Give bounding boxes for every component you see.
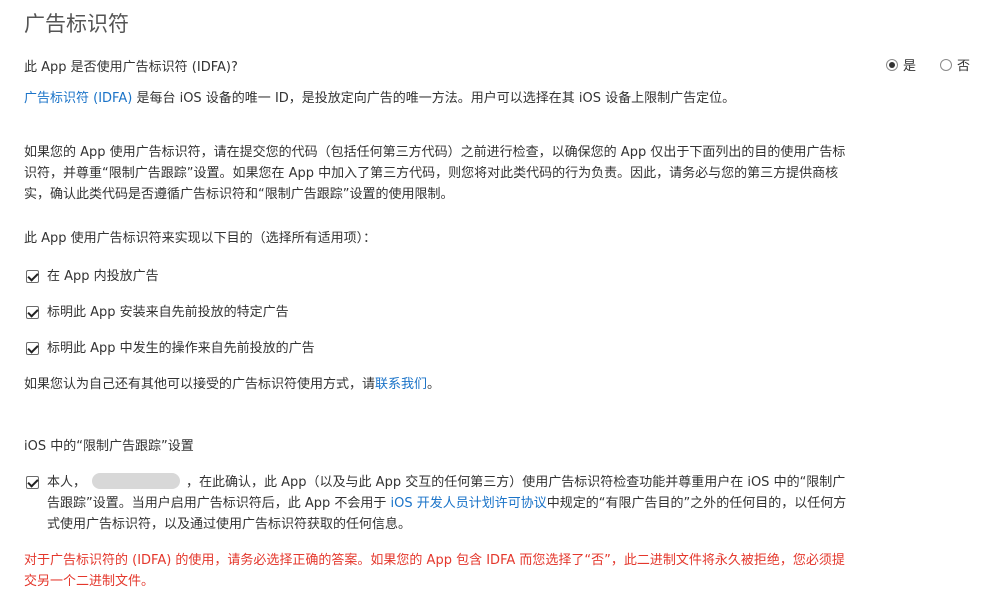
purpose-install-attribution[interactable]: 标明此 App 安装来自先前投放的特定广告 (26, 302, 289, 323)
idfa-warning: 对于广告标识符的 (IDFA) 的使用，请务必选择正确的答案。如果您的 App … (24, 553, 845, 589)
radio-no[interactable]: 否 (940, 55, 970, 74)
limit-tracking-part1: 本人， (47, 475, 87, 490)
limit-tracking-part3: 中规定的“有限广告目的”之外的任何目的，以任何方式使用广告标识符，以及通过使用广… (47, 496, 847, 532)
idfa-intro: 广告标识符 (IDFA) 是每台 iOS 设备的唯一 ID，是投放定向广告的唯一… (24, 88, 854, 109)
notice-paragraph: 如果您的 App 使用广告标识符，请在提交您的代码（包括任何第三方代码）之前进行… (24, 145, 846, 202)
contact-us-link[interactable]: 联系我们 (375, 377, 428, 392)
purpose-action-attribution[interactable]: 标明此 App 中发生的操作来自先前投放的广告 (26, 338, 315, 359)
limit-tracking-heading: iOS 中的“限制广告跟踪”设置 (24, 439, 194, 454)
purpose-install-attribution-checkbox[interactable] (26, 306, 39, 319)
limit-tracking-checkbox[interactable] (26, 476, 39, 489)
purposes-heading: 此 App 使用广告标识符来实现以下目的（选择所有适用项）： (24, 231, 377, 246)
purpose-install-attribution-label: 标明此 App 安装来自先前投放的特定广告 (47, 305, 289, 320)
license-agreement-link[interactable]: iOS 开发人员计划许可协议 (390, 496, 547, 511)
limit-tracking-part2: ，在此确认，此 App（以及与此 App 交互的任何第三方）使用广告标识符检查功… (47, 475, 846, 511)
purpose-serve-ads-label: 在 App 内投放广告 (47, 269, 159, 284)
radio-yes-label: 是 (903, 59, 917, 74)
idfa-info-link[interactable]: 广告标识符 (IDFA) (24, 91, 133, 106)
radio-yes-indicator[interactable] (886, 58, 898, 71)
redacted-name (92, 473, 181, 489)
contact-prefix: 如果您认为自己还有其他可以接受的广告标识符使用方式，请 (24, 377, 376, 392)
radio-no-indicator[interactable] (940, 58, 953, 71)
purpose-action-attribution-label: 标明此 App 中发生的操作来自先前投放的广告 (47, 341, 315, 356)
idfa-radio-group: 是 否 (886, 55, 970, 74)
contact-line: 如果您认为自己还有其他可以接受的广告标识符使用方式，请联系我们。 (24, 374, 440, 395)
radio-yes[interactable]: 是 (886, 55, 916, 74)
purpose-serve-ads[interactable]: 在 App 内投放广告 (26, 266, 159, 287)
purpose-action-attribution-checkbox[interactable] (26, 342, 39, 355)
idfa-question: 此 App 是否使用广告标识符 (IDFA)? (24, 60, 238, 75)
radio-no-label: 否 (957, 59, 971, 74)
section-title: 广告标识符 (24, 12, 129, 36)
limit-tracking-confirmation[interactable]: 本人，，在此确认，此 App（以及与此 App 交互的任何第三方）使用广告标识符… (26, 472, 856, 535)
purpose-serve-ads-checkbox[interactable] (26, 270, 39, 283)
contact-suffix: 。 (427, 377, 441, 392)
limit-tracking-text: 本人，，在此确认，此 App（以及与此 App 交互的任何第三方）使用广告标识符… (47, 472, 856, 535)
idfa-intro-text: 是每台 iOS 设备的唯一 ID，是投放定向广告的唯一方法。用户可以选择在其 i… (132, 91, 736, 106)
